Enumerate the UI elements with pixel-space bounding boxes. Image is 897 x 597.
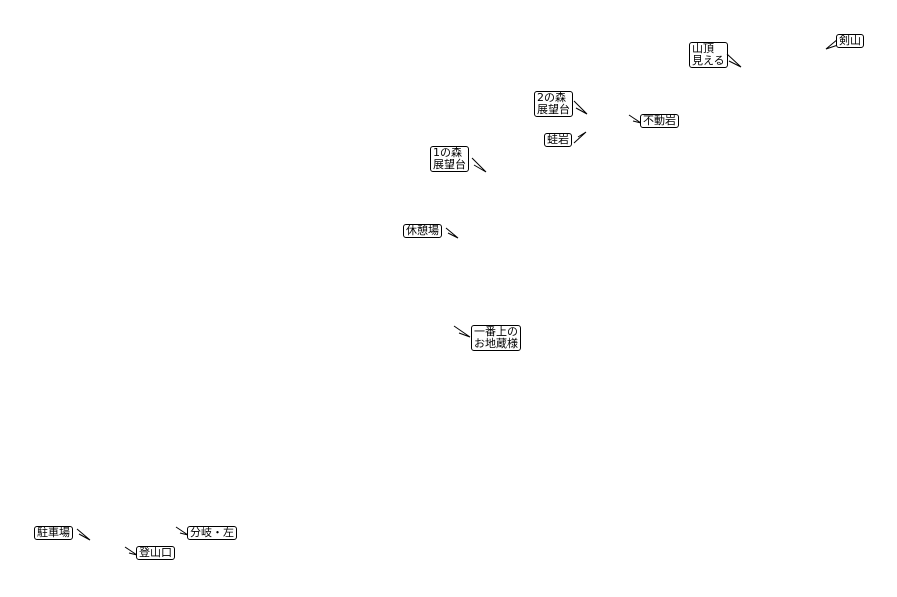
pointer-icon: [573, 100, 588, 115]
label-kyukeijo: 休憩場: [403, 224, 442, 238]
pointer-icon: [825, 38, 839, 50]
label-kaeruiwa: 蛙岩: [544, 133, 572, 147]
label-ojizo: 一番上の お地蔵様: [471, 325, 521, 351]
pointer-icon: [573, 131, 587, 144]
label-kenzan: 剣山: [836, 34, 864, 48]
pointer-icon: [445, 227, 459, 239]
label-tozanguchi: 登山口: [136, 546, 175, 560]
label-bunki: 分岐・左: [187, 526, 237, 540]
label-fudoiwa: 不動岩: [640, 114, 679, 128]
pointer-icon: [471, 157, 487, 173]
label-sancho-mieru: 山頂 見える: [689, 42, 728, 68]
label-1nomori: 1の森 展望台: [430, 146, 469, 172]
label-chushajo: 駐車場: [34, 526, 73, 540]
pointer-icon: [726, 53, 742, 68]
pointer-icon: [76, 528, 91, 541]
label-2nomori: 2の森 展望台: [534, 91, 573, 117]
pointer-icon: [453, 325, 471, 338]
